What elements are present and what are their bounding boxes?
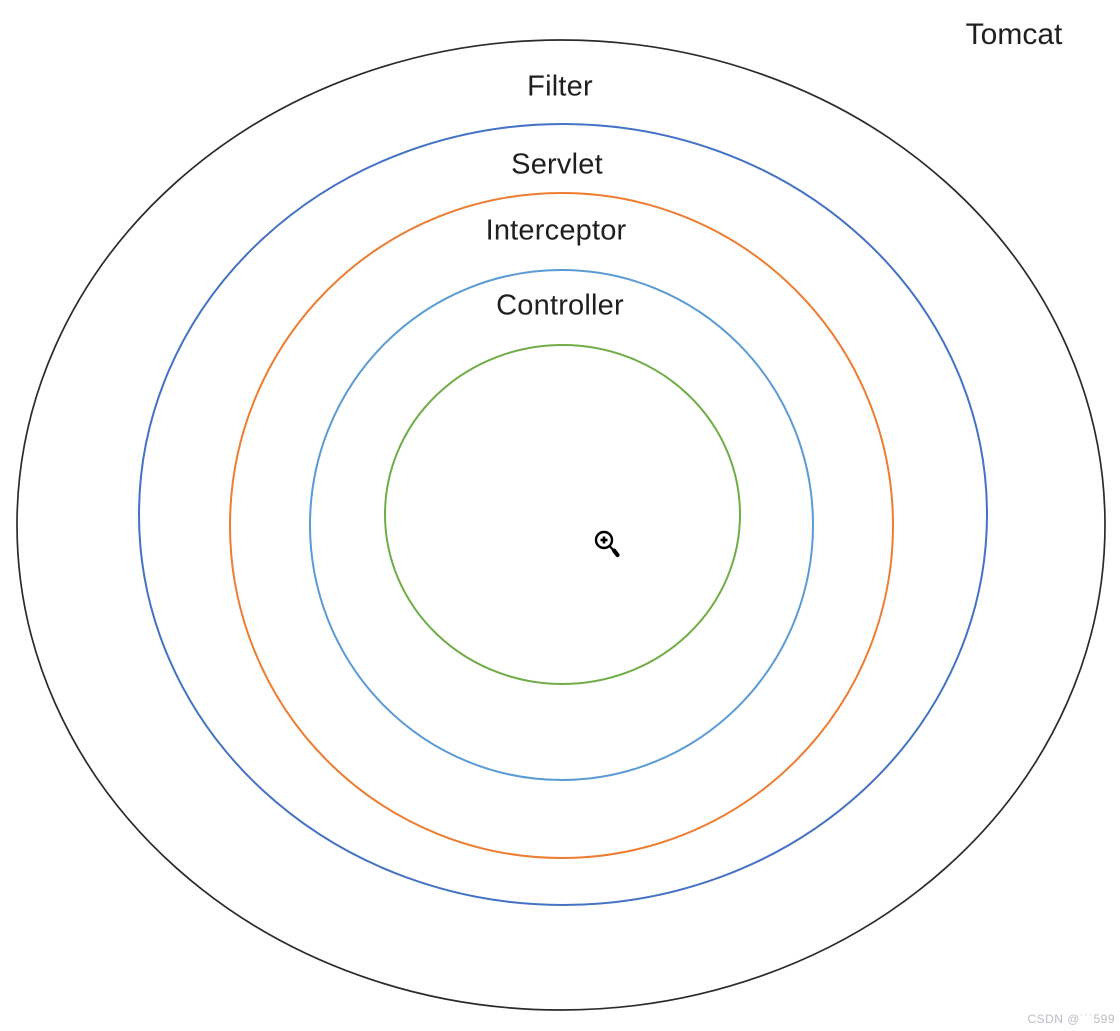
ring-label-servlet: Servlet: [511, 148, 603, 181]
outer-label-tomcat: Tomcat: [965, 18, 1063, 51]
watermark: CSDN @˙˙˙599: [1027, 1012, 1115, 1026]
ring-ellipse-controller: [309, 269, 814, 781]
ring-ellipse-filter: [16, 39, 1106, 1011]
ring-ellipse-interceptor: [229, 192, 894, 859]
ring-ellipse-inner: [384, 344, 741, 685]
ring-label-interceptor: Interceptor: [485, 214, 627, 247]
ring-label-controller: Controller: [496, 289, 624, 322]
ring-ellipse-servlet: [138, 123, 988, 906]
ring-label-filter: Filter: [527, 70, 593, 103]
zoom-in-cursor-icon: [594, 530, 620, 558]
